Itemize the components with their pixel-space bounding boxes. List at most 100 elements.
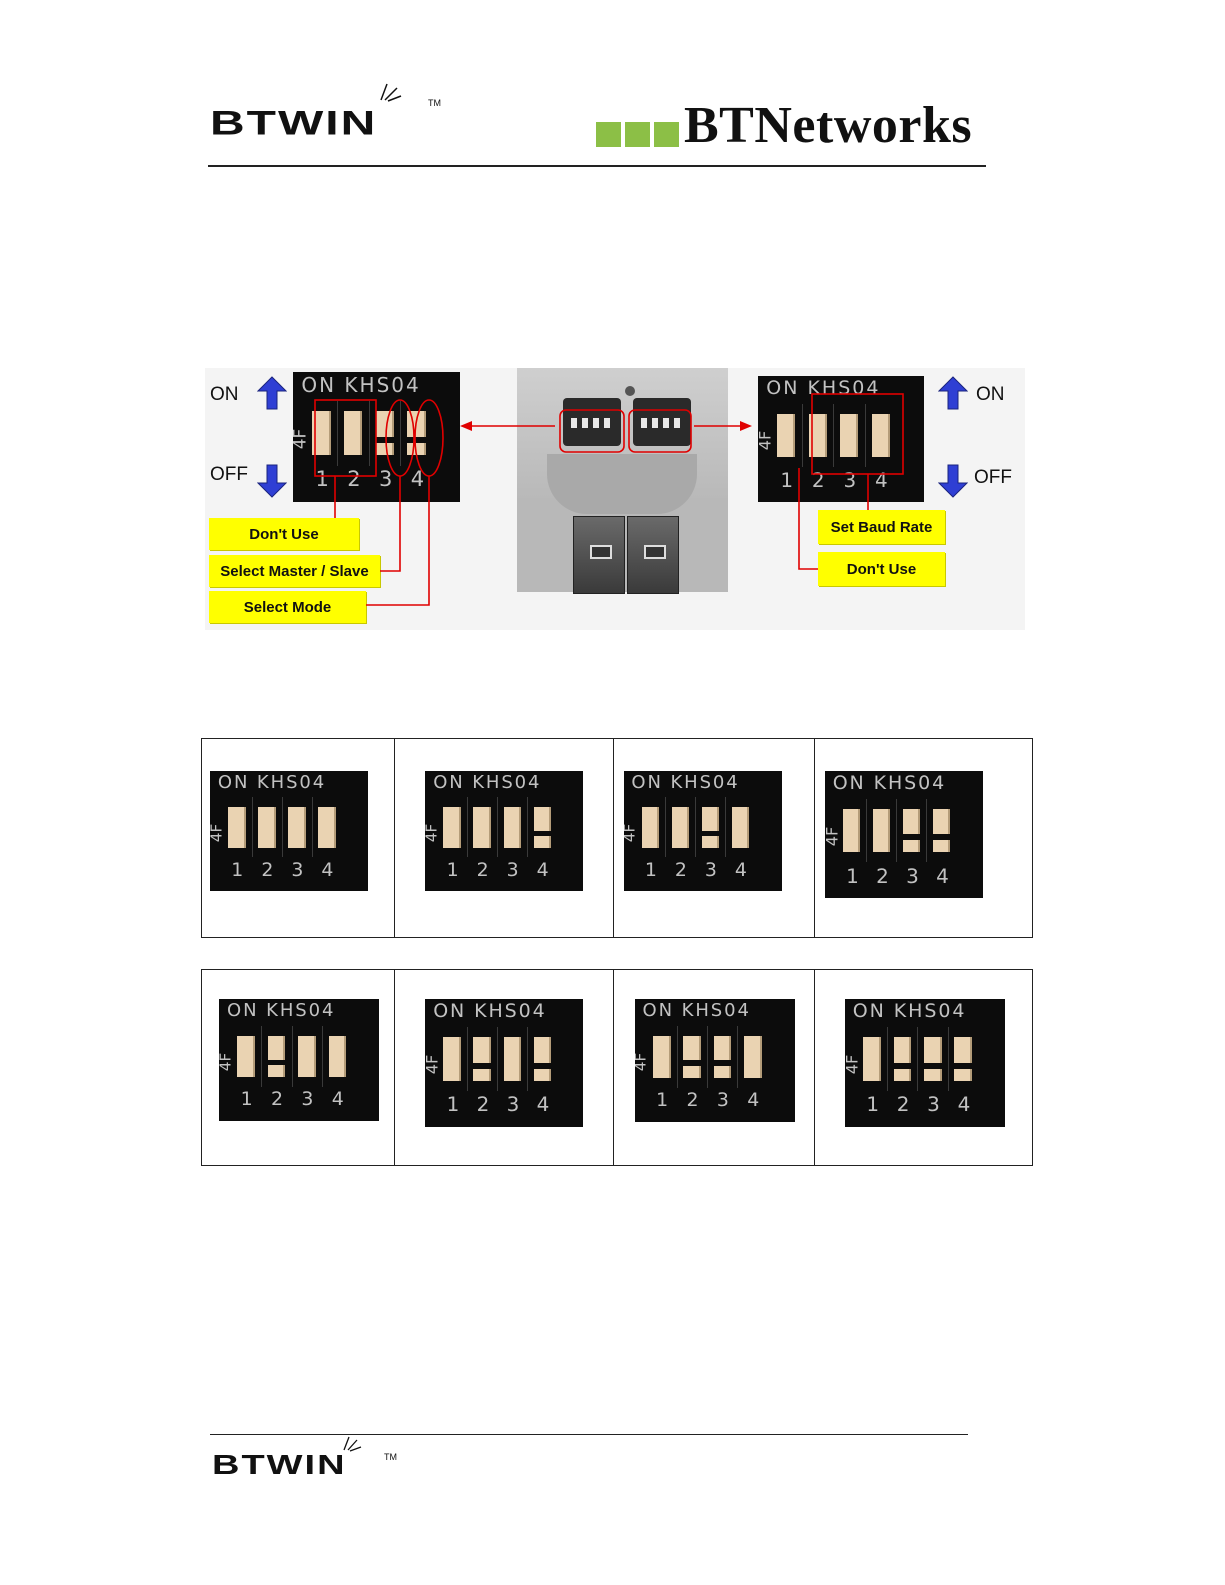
dip-toggle-1 bbox=[863, 1037, 881, 1081]
usb-plug-left bbox=[573, 516, 625, 594]
dip-number-1: 1 bbox=[846, 863, 859, 888]
highlight-overlay bbox=[314, 393, 904, 606]
switch-divider bbox=[864, 403, 866, 467]
dip-number-3: 3 bbox=[716, 1088, 729, 1111]
up-arrow-icon bbox=[938, 376, 968, 410]
callout-select-mode: Select Mode bbox=[209, 591, 366, 623]
dip-toggle-2 bbox=[267, 1035, 286, 1078]
dip-header-label: ON KHS04 bbox=[642, 1000, 751, 1022]
dip-toggle-3 bbox=[840, 413, 859, 457]
dip-header-label: ON KHS04 bbox=[301, 373, 421, 398]
device-cap bbox=[547, 454, 697, 514]
dip-toggle-4 bbox=[871, 413, 890, 457]
footer-divider bbox=[210, 1434, 968, 1435]
switch-divider bbox=[400, 400, 402, 466]
dip-side-label: 4F bbox=[634, 1052, 650, 1072]
dip-number-1: 1 bbox=[446, 858, 459, 881]
dip-number-3: 3 bbox=[506, 1092, 520, 1117]
dip-number-4: 4 bbox=[536, 1092, 550, 1117]
dip-side-label: 4F bbox=[210, 823, 226, 843]
dip-number-4: 4 bbox=[321, 858, 334, 881]
dip-number-1: 1 bbox=[644, 858, 657, 881]
dip-toggle-1 bbox=[641, 807, 660, 848]
logo-text: BTWIN bbox=[212, 1450, 347, 1481]
dip-number-4: 4 bbox=[957, 1092, 971, 1117]
dip-toggle-2 bbox=[343, 411, 363, 456]
dip-number-3: 3 bbox=[378, 466, 393, 491]
left-off-label: OFF bbox=[210, 464, 248, 485]
switch-divider bbox=[251, 797, 253, 858]
dip-toggle-3 bbox=[713, 1035, 732, 1078]
brand-square-icon bbox=[625, 122, 650, 147]
dip-number-4: 4 bbox=[734, 858, 747, 881]
switch-divider bbox=[261, 1025, 263, 1087]
dip-toggle-3 bbox=[923, 1037, 942, 1081]
switch-divider bbox=[311, 797, 313, 858]
dip-number-2: 2 bbox=[476, 1092, 490, 1117]
switch-divider bbox=[336, 400, 338, 466]
switch-divider bbox=[321, 1025, 323, 1087]
dip-toggle-4 bbox=[533, 807, 551, 848]
switch-divider bbox=[526, 1027, 528, 1092]
dip-toggle-2 bbox=[671, 807, 690, 848]
dip-toggle-1 bbox=[228, 807, 246, 848]
spark-icon bbox=[380, 83, 402, 102]
screw-icon bbox=[625, 386, 635, 396]
dip-number-1: 1 bbox=[315, 466, 329, 491]
dip-number-4: 4 bbox=[747, 1088, 760, 1111]
dip-toggle-4 bbox=[533, 1037, 551, 1081]
dip-side-label: 4F bbox=[219, 1052, 235, 1071]
dip-toggle-1 bbox=[443, 807, 461, 848]
switch-divider bbox=[866, 798, 868, 863]
down-arrow-icon bbox=[257, 464, 287, 498]
dip-number-2: 2 bbox=[270, 1088, 283, 1111]
mini-dip-left bbox=[563, 398, 621, 446]
dip-number-4: 4 bbox=[331, 1088, 344, 1111]
switch-divider bbox=[833, 403, 835, 467]
trademark-mark: TM bbox=[428, 98, 441, 108]
dip-number-3: 3 bbox=[291, 858, 304, 881]
dip-number-2: 2 bbox=[674, 858, 687, 881]
dip-number-1: 1 bbox=[240, 1088, 253, 1111]
up-arrow-icon bbox=[257, 376, 287, 410]
dip-toggle-2 bbox=[258, 807, 276, 848]
dip-number-1: 1 bbox=[780, 467, 794, 492]
switch-divider bbox=[466, 797, 468, 858]
switch-divider bbox=[281, 797, 283, 858]
dip-number-2: 2 bbox=[347, 466, 361, 491]
dip-toggle-1 bbox=[443, 1037, 461, 1081]
switch-divider bbox=[368, 400, 370, 466]
dip-number-3: 3 bbox=[506, 858, 519, 881]
dip-toggle-3 bbox=[288, 807, 306, 848]
dip-toggle-1 bbox=[652, 1035, 671, 1078]
switch-divider bbox=[695, 797, 697, 858]
dip-number-3: 3 bbox=[927, 1092, 940, 1117]
dip-toggle-2 bbox=[683, 1035, 701, 1078]
down-arrow-icon bbox=[938, 464, 968, 498]
callout-dont-use-right: Don't Use bbox=[818, 552, 945, 586]
dip-toggle-2 bbox=[872, 809, 891, 853]
btwin-logo-header: BTWIN TM bbox=[210, 83, 441, 143]
device-photo bbox=[517, 368, 728, 594]
brand-square-icon bbox=[654, 122, 679, 147]
dip-header-label: ON KHS04 bbox=[852, 1000, 967, 1023]
dip-toggle-3 bbox=[503, 807, 521, 848]
dip-number-2: 2 bbox=[686, 1088, 699, 1111]
switch-divider bbox=[926, 798, 928, 863]
callout-set-baud-rate: Set Baud Rate bbox=[818, 510, 945, 544]
trademark-mark: TM bbox=[384, 1452, 397, 1462]
dip-number-4: 4 bbox=[936, 863, 949, 888]
